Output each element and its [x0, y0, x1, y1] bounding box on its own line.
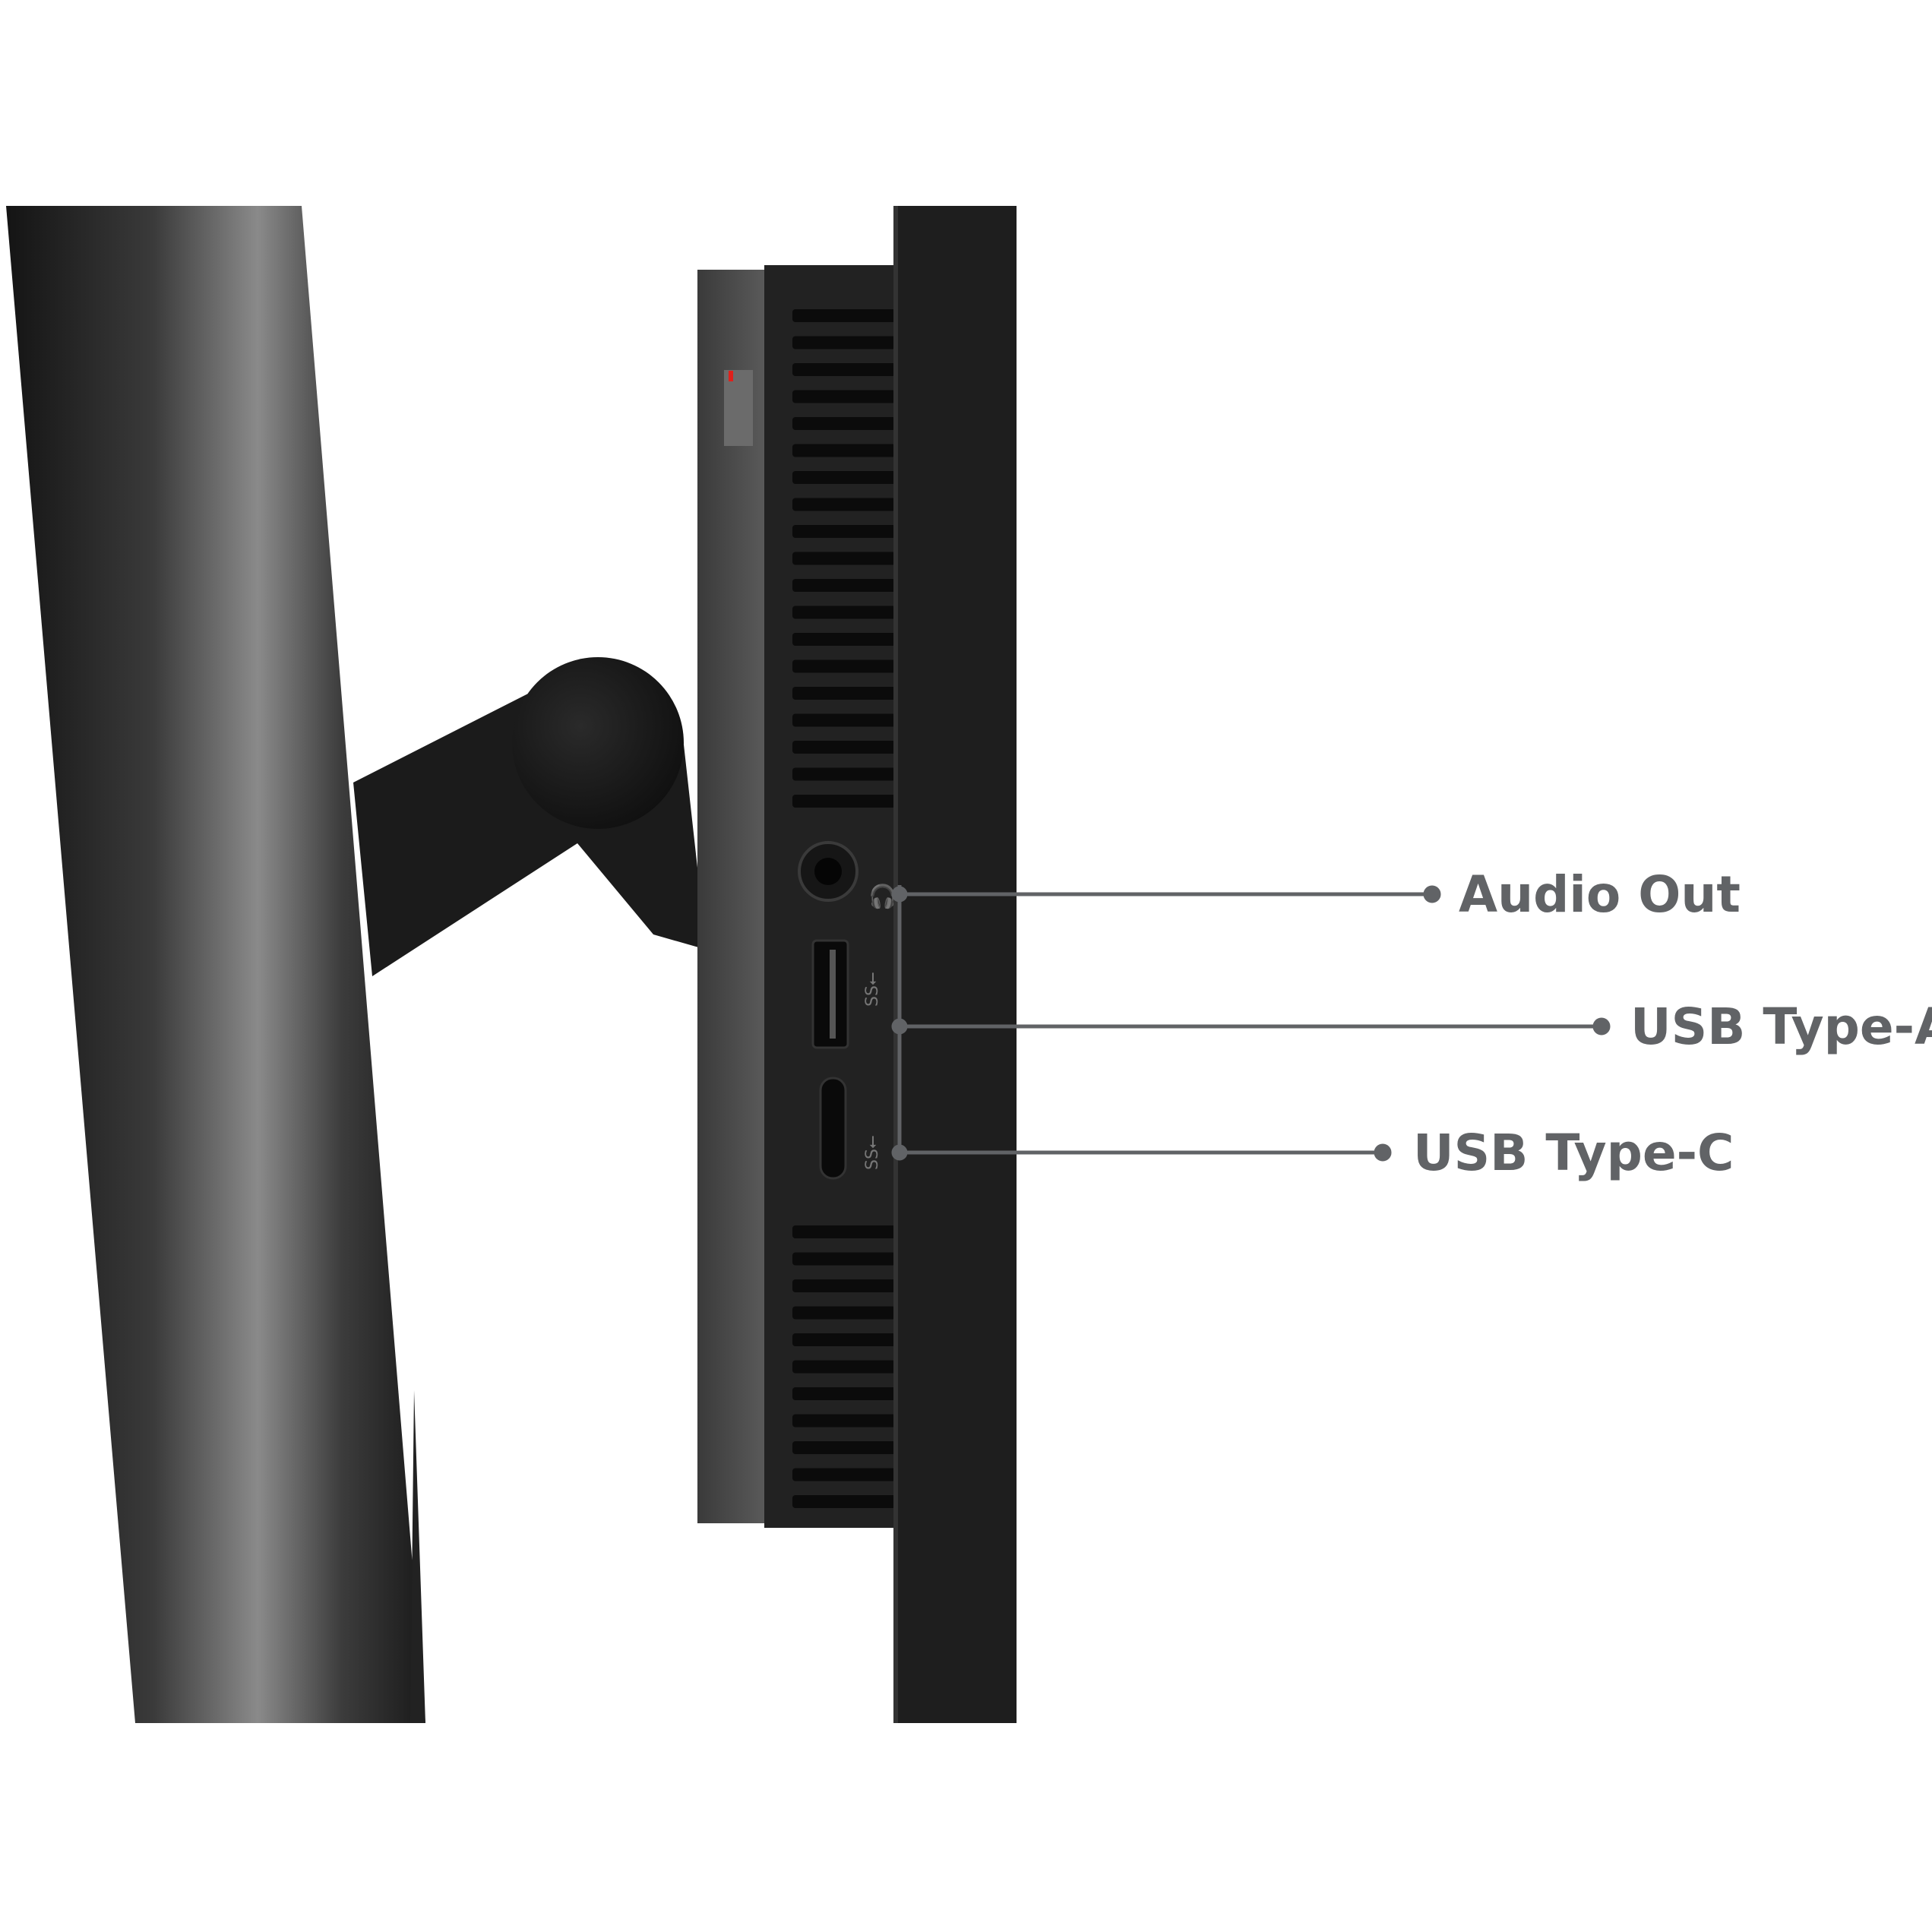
monitor-edge [893, 206, 898, 1723]
vent-slot [792, 1279, 896, 1292]
logo-sticker [724, 370, 753, 446]
logo-red-dot [729, 371, 733, 381]
monitor-back-panel [893, 206, 1017, 1723]
vent-slot [792, 767, 896, 781]
usb-type-a-tongue [830, 950, 836, 1039]
vent-slot [792, 1252, 896, 1266]
vent-slot [792, 525, 896, 538]
callout-audio-out: Audio Out [1459, 865, 1741, 924]
vent-slot [792, 498, 896, 511]
vent-slot [792, 336, 896, 349]
vent-slot [792, 309, 896, 322]
vent-slot [792, 713, 896, 727]
vent-slot [792, 1441, 896, 1454]
vent-slot [792, 1225, 896, 1238]
vent-slot [792, 552, 896, 565]
arm-pivot [512, 657, 684, 829]
stand-back-edge [357, 836, 425, 1723]
usb-ss-icon: SS⭠ [863, 972, 882, 1007]
vent-slot [792, 741, 896, 754]
vent-slot [792, 1306, 896, 1320]
vent-slot [792, 579, 896, 592]
vent-slot [792, 687, 896, 700]
vent-slot [792, 417, 896, 430]
vent-slot [792, 1495, 896, 1508]
vent-slot [792, 390, 896, 403]
callout-usb-type-a: USB Type-A [1630, 998, 1932, 1056]
vent-slot [792, 1360, 896, 1374]
audio-jack-hole [814, 858, 842, 885]
usb-type-c-port [819, 1077, 847, 1180]
vent-slot [792, 471, 896, 484]
vent-slot [792, 1468, 896, 1481]
callout-lines [891, 885, 1611, 1162]
vent-slot [792, 659, 896, 673]
vent-slots [792, 309, 896, 1508]
hub-side-strip [697, 270, 766, 1523]
vent-slot [792, 606, 896, 619]
vent-slot [792, 444, 896, 457]
callout-usb-type-c: USB Type-C [1413, 1124, 1734, 1182]
vent-slot [792, 633, 896, 646]
vent-slot [792, 1414, 896, 1428]
vent-slot [792, 1387, 896, 1400]
vent-slot [792, 795, 896, 808]
usb-ss-icon: SS⭠ [863, 1135, 882, 1170]
stand-column [6, 206, 425, 1723]
vent-slot [792, 363, 896, 376]
vent-slot [792, 1333, 896, 1346]
